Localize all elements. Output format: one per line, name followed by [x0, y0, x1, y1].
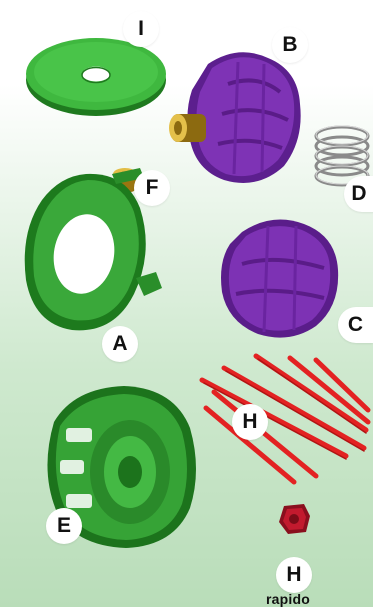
part-label-d: D [344, 176, 373, 212]
red-line-blades-icon [196, 350, 373, 490]
part-caption-rapido: rapido [266, 591, 310, 607]
part-label-h-blades: H [232, 404, 268, 440]
part-label-e: E [46, 508, 82, 544]
part-label-a: A [102, 326, 138, 362]
part-label-i: I [123, 11, 159, 47]
part-label-c: C [338, 307, 373, 343]
purple-spool-icon [212, 214, 342, 342]
part-label-h-rapido: H [276, 557, 312, 593]
part-label-b: B [272, 27, 308, 63]
purple-spool-with-brass-eyelet-icon [168, 44, 308, 189]
part-label-f: F [134, 170, 170, 206]
red-rapido-knob-icon [276, 500, 312, 538]
